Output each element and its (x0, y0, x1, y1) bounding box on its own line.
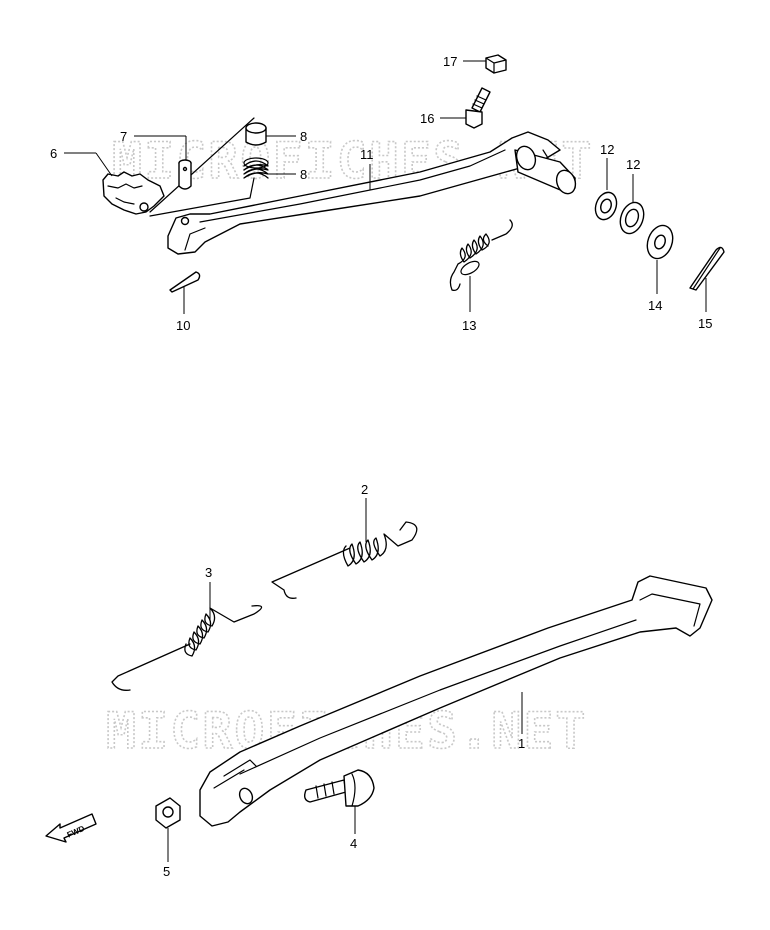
washer-lower (619, 201, 645, 235)
cotter-pin (689, 246, 725, 291)
callout-12-lower: 12 (626, 157, 640, 172)
washer-large (646, 224, 674, 260)
footrest-spring (243, 157, 269, 179)
callout-10: 10 (176, 318, 190, 333)
washer-upper (594, 191, 618, 221)
side-stand (199, 575, 713, 827)
callout-12-upper: 12 (600, 142, 614, 157)
side-stand-spring-upper (271, 521, 418, 599)
spacer (245, 122, 267, 146)
assembly-guide-line-lower (149, 177, 255, 217)
pivot-bolt (303, 769, 375, 807)
forward-arrow-icon: FWD (45, 813, 97, 843)
callout-11: 11 (360, 147, 374, 162)
brake-pedal (167, 131, 577, 255)
callout-13: 13 (462, 318, 476, 333)
adjuster-bolt (465, 87, 491, 129)
callout-7: 7 (120, 129, 127, 144)
callout-1: 1 (518, 736, 525, 751)
nut (155, 797, 181, 829)
assembly-guide-line (149, 117, 255, 213)
return-spring (449, 219, 513, 292)
pin (178, 159, 192, 190)
callout-5: 5 (163, 864, 170, 879)
callout-2: 2 (361, 482, 368, 497)
callout-17: 17 (443, 54, 457, 69)
callout-8: 8 (300, 167, 307, 182)
callout-3: 3 (205, 565, 212, 580)
lock-nut (485, 54, 507, 74)
callout-9: 8 (300, 129, 307, 144)
callout-14: 14 (648, 298, 662, 313)
footrest (102, 171, 165, 215)
callout-15: 15 (698, 316, 712, 331)
callout-4: 4 (350, 836, 357, 851)
cotter-pin-small (169, 271, 201, 293)
callout-16: 16 (420, 111, 434, 126)
side-stand-spring-lower (111, 605, 263, 691)
callout-6: 6 (50, 146, 57, 161)
